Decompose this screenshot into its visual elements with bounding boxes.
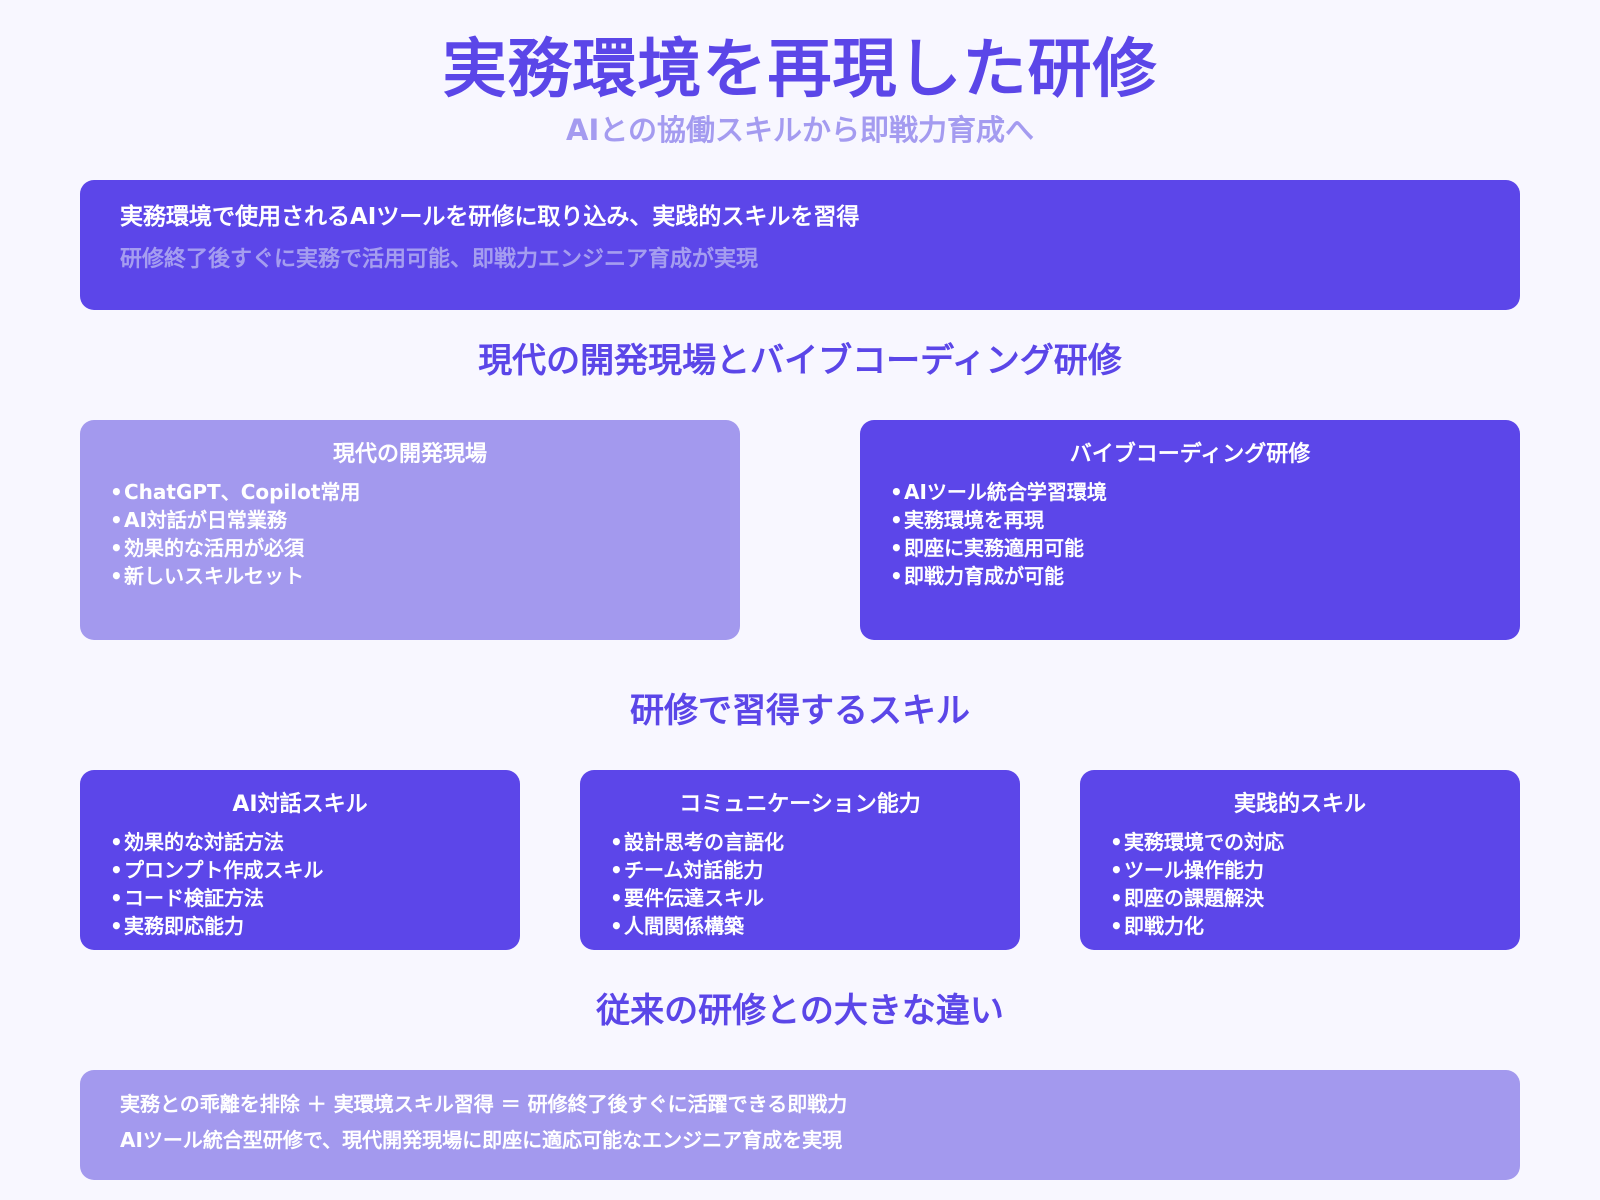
card-practical-skill: 実践的スキル •実務環境での対応 •ツール操作能力 •即座の課題解決 •即戦力化: [1080, 770, 1520, 950]
card-list: •AIツール統合学習環境 •実務環境を再現 •即座に実務適用可能 •即戦力育成が…: [890, 478, 1490, 590]
list-item: •設計思考の言語化: [610, 830, 784, 854]
bullet-icon: •: [110, 830, 123, 854]
bullet-icon: •: [110, 480, 123, 504]
bullet-icon: •: [110, 564, 123, 588]
card-title: AI対話スキル: [232, 792, 368, 817]
list-item: •プロンプト作成スキル: [110, 858, 324, 882]
bullet-icon: •: [1110, 858, 1123, 882]
banner-headline: 実務環境で使用されるAIツールを研修に取り込み、実践的スキルを習得: [120, 204, 860, 230]
bullet-icon: •: [610, 830, 623, 854]
bullet-icon: •: [890, 536, 903, 560]
list-item: •チーム対話能力: [610, 858, 764, 882]
card-list: •設計思考の言語化 •チーム対話能力 •要件伝達スキル •人間関係構築: [610, 828, 990, 940]
bullet-icon: •: [890, 564, 903, 588]
difference-conclusion: AIツール統合型研修で、現代開発現場に即座に適応可能なエンジニア育成を実現: [120, 1128, 843, 1152]
bullet-icon: •: [610, 886, 623, 910]
list-item: •新しいスキルセット: [110, 564, 304, 588]
list-item: •即座の課題解決: [1110, 886, 1264, 910]
list-item: •即座に実務適用可能: [890, 536, 1084, 560]
list-item: •コード検証方法: [110, 886, 264, 910]
bullet-icon: •: [610, 914, 623, 938]
card-vibe-coding-training: バイブコーディング研修 •AIツール統合学習環境 •実務環境を再現 •即座に実務…: [860, 420, 1520, 640]
card-ai-dialogue-skill: AI対話スキル •効果的な対話方法 •プロンプト作成スキル •コード検証方法 •…: [80, 770, 520, 950]
card-title: 実践的スキル: [1233, 792, 1366, 817]
card-title: 現代の開発現場: [332, 442, 487, 467]
bullet-icon: •: [1110, 886, 1123, 910]
intro-banner: 実務環境で使用されるAIツールを研修に取り込み、実践的スキルを習得 研修終了後す…: [80, 180, 1520, 310]
card-modern-dev-site: 現代の開発現場 •ChatGPT、Copilot常用 •AI対話が日常業務 •効…: [80, 420, 740, 640]
list-item: •実務環境での対応: [1110, 830, 1284, 854]
page-title: 実務環境を再現した研修: [442, 33, 1158, 107]
list-item: •AI対話が日常業務: [110, 508, 287, 532]
list-item: •ChatGPT、Copilot常用: [110, 480, 361, 504]
card-title: コミュニケーション能力: [679, 792, 921, 817]
list-item: •実務即応能力: [110, 914, 244, 938]
card-communication-skill: コミュニケーション能力 •設計思考の言語化 •チーム対話能力 •要件伝達スキル …: [580, 770, 1020, 950]
banner-subline: 研修終了後すぐに実務で活用可能、即戦力エンジニア育成が実現: [120, 247, 759, 272]
list-item: •AIツール統合学習環境: [890, 480, 1107, 504]
card-title: バイブコーディング研修: [1069, 442, 1311, 467]
section-heading-difference: 従来の研修との大きな違い: [596, 991, 1004, 1031]
list-item: •実務環境を再現: [890, 508, 1044, 532]
bullet-icon: •: [1110, 830, 1123, 854]
bullet-icon: •: [110, 886, 123, 910]
card-list: •ChatGPT、Copilot常用 •AI対話が日常業務 •効果的な活用が必須…: [110, 478, 710, 590]
list-item: •即戦力育成が可能: [890, 564, 1064, 588]
bullet-icon: •: [610, 858, 623, 882]
card-list: •効果的な対話方法 •プロンプト作成スキル •コード検証方法 •実務即応能力: [110, 828, 490, 940]
bullet-icon: •: [110, 858, 123, 882]
section-heading-skills: 研修で習得するスキル: [630, 691, 970, 731]
difference-formula: 実務との乖離を排除 ＋ 実環境スキル習得 ＝ 研修終了後すぐに活躍できる即戦力: [120, 1092, 848, 1116]
bullet-icon: •: [1110, 914, 1123, 938]
list-item: •ツール操作能力: [1110, 858, 1264, 882]
section-heading-comparison: 現代の開発現場とバイブコーディング研修: [478, 341, 1122, 381]
list-item: •効果的な活用が必須: [110, 536, 304, 560]
bullet-icon: •: [890, 508, 903, 532]
list-item: •即戦力化: [1110, 914, 1204, 938]
card-list: •実務環境での対応 •ツール操作能力 •即座の課題解決 •即戦力化: [1110, 828, 1490, 940]
page-subtitle: AIとの協働スキルから即戦力育成へ: [566, 113, 1034, 147]
difference-summary-box: 実務との乖離を排除 ＋ 実環境スキル習得 ＝ 研修終了後すぐに活躍できる即戦力 …: [80, 1070, 1520, 1180]
list-item: •人間関係構築: [610, 914, 744, 938]
bullet-icon: •: [110, 536, 123, 560]
bullet-icon: •: [110, 914, 123, 938]
list-item: •効果的な対話方法: [110, 830, 284, 854]
list-item: •要件伝達スキル: [610, 886, 764, 910]
bullet-icon: •: [890, 480, 903, 504]
bullet-icon: •: [110, 508, 123, 532]
